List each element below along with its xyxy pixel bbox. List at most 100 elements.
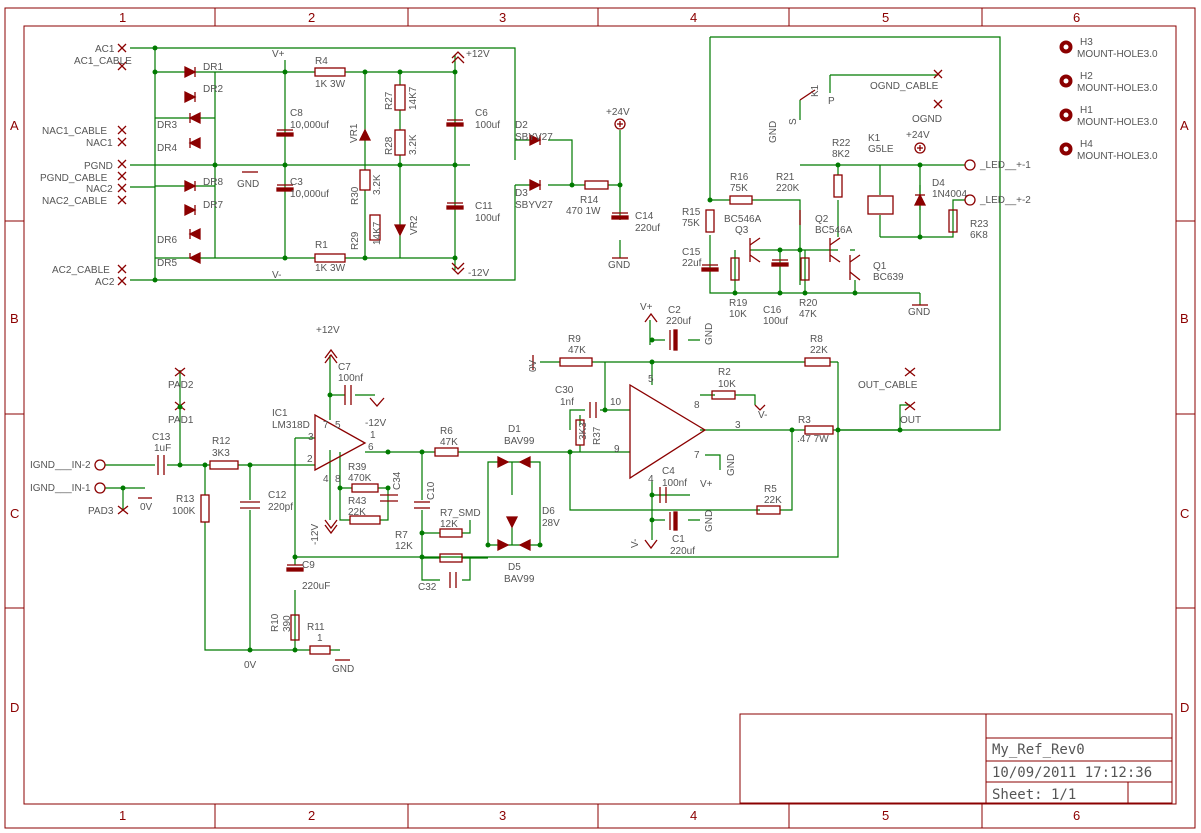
net-label: _LED__+-2 [979,195,1031,206]
pin-label: 7 [323,420,329,431]
part-value: 220uf [635,223,660,234]
net-label: V+ [640,302,653,313]
row-label: B [1180,311,1189,326]
power-resistors [314,67,609,263]
part-ref: K1 [868,133,881,144]
net-label: +12V [316,325,340,336]
col-label: 2 [308,808,315,823]
part-value: 8K2 [832,149,850,160]
part-value: MOUNT-HOLE3.0 [1077,151,1158,162]
part-value: 390 [282,615,293,632]
pin-label: P [828,96,835,107]
part-value: 10K [718,379,736,390]
part-ref: R12 [212,436,231,447]
part-ref: D2 [515,120,528,131]
pin-label: 7 [694,450,700,461]
pin-label: 9 [614,444,620,455]
net-label: NAC2 [86,184,113,195]
net-label: +24V [606,107,630,118]
part-value: 1nf [560,397,574,408]
row-labels-right: A B C D [1180,118,1189,715]
part-value: 22K [348,507,366,518]
col-label: 4 [690,10,697,25]
part-value: 100nf [662,478,687,489]
net-label: 0V [244,660,257,671]
part-value: 100uf [475,213,500,224]
part-ref: R1 [315,240,328,251]
net-label: AC2_CABLE [52,265,110,276]
net-label: PGND_CABLE [40,173,108,184]
pin-label: 8 [335,474,341,485]
net-label: OUT_CABLE [858,380,918,391]
part-ref: R5 [764,484,777,495]
net-label: OGND_CABLE [870,81,939,92]
part-ref: R13 [176,494,195,505]
part-ref: R23 [970,219,989,230]
part-ref: D5 [508,562,521,573]
part-ref: VR2 [409,215,420,235]
power-junctions [152,45,623,283]
drawing-datetime: 10/09/2011 17:12:36 [992,765,1152,781]
part-ref: R22 [832,138,851,149]
part-value: 3.2K [372,174,383,195]
part-value: 3.2K [408,134,419,155]
net-label: V- [630,539,641,548]
row-label: C [10,506,19,521]
part-ref: R29 [350,231,361,250]
part-value: 1K 3W [315,263,346,274]
part-ref: C9 [302,560,315,571]
row-labels-left: A B C D [10,118,19,715]
part-value: 100K [172,506,196,517]
part-ref: R6 [440,426,453,437]
part-value: 470K [348,473,372,484]
part-value: BAV99 [504,436,535,447]
part-ref: R7 [395,530,408,541]
part-ref: R39 [348,462,367,473]
part-value: 220pf [268,502,293,513]
part-ref: DR4 [157,143,177,154]
part-ref: R30 [350,186,361,205]
part-ref: C10 [426,481,437,500]
part-ref: R15 [682,207,701,218]
part-value: 12K [395,541,413,552]
part-value: SBYV27 [515,132,553,143]
part-value: 22K [810,345,828,356]
part-value: 100uf [475,120,500,131]
mounting-holes: H3 MOUNT-HOLE3.0 H2 MOUNT-HOLE3.0 H1 MOU… [1059,37,1158,162]
part-value: 100nf [338,373,363,384]
part-ref: C13 [152,432,171,443]
part-value: 1K 3W [315,79,346,90]
row-label: C [1180,506,1189,521]
pin-label: 5 [648,374,654,385]
part-ref: Q1 [873,261,887,272]
part-ref: DR7 [203,200,223,211]
mount-hole-icon [1059,108,1073,122]
part-value: BC546A [815,225,853,236]
net-label: GND [726,454,737,476]
pin-label: 5 [335,420,341,431]
pin-label: 4 [648,474,654,485]
sheet-frame [4,7,1196,829]
part-value: 22uf [682,258,702,269]
part-value: 220uf [670,546,695,557]
part-ref: H3 [1080,37,1093,48]
part-value: 12K [440,519,458,530]
part-ref: R43 [348,496,367,507]
part-value: 220uf [666,316,691,327]
net-label: 0V [528,359,539,372]
part-ref: R3 [798,415,811,426]
part-ref: C2 [668,305,681,316]
amp-parts [94,312,916,661]
mount-hole-icon [1059,142,1073,156]
part-value: SBYV27 [515,200,553,211]
relay-junctions [707,162,923,296]
pin-label: 2 [307,454,313,465]
drawing-name: My_Ref_Rev0 [992,742,1085,758]
net-label: AC2 [95,277,115,288]
part-ref: DR6 [157,235,177,246]
net-label: GND [908,307,930,318]
part-ref: DR3 [157,120,177,131]
part-ref: C15 [682,247,701,258]
net-label: -12V [468,268,489,279]
